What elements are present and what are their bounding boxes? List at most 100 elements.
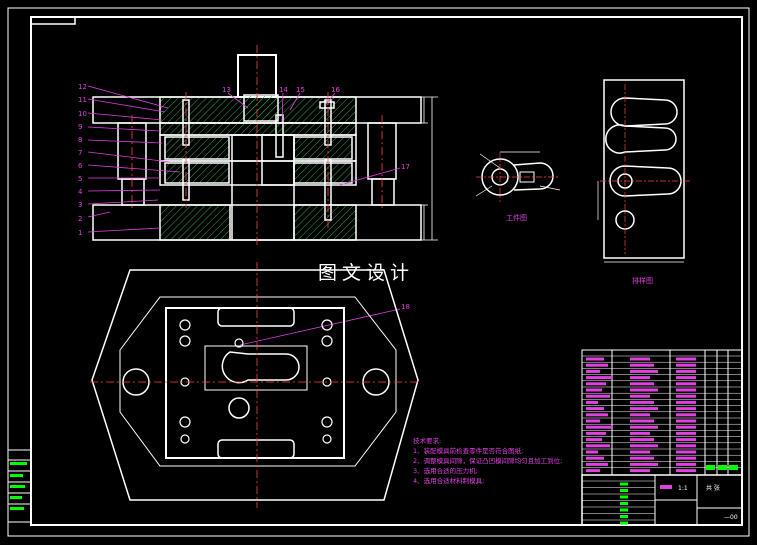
inner-border — [30, 16, 743, 526]
parts-list-entry — [630, 407, 658, 411]
parts-list-mark — [729, 465, 738, 470]
part-number-13: 13 — [222, 86, 231, 94]
plan-centerlines — [90, 262, 420, 508]
parts-list-entry — [676, 357, 696, 361]
technical-notes: 技术要求: 1、装配模具前检查零件是否符合图纸; 2、调整模具间隙，保证凸凹模间… — [413, 436, 562, 486]
parts-list-entry — [676, 462, 696, 466]
parts-list-entry — [630, 469, 650, 473]
parts-list-entry — [630, 438, 654, 442]
parts-list-entry — [630, 456, 654, 460]
parts-list-entry — [676, 438, 696, 442]
title-block-mark — [620, 495, 628, 499]
parts-list-entry — [676, 400, 696, 404]
parts-list-entry — [676, 444, 696, 448]
parts-list-entry — [586, 462, 608, 466]
part-number-16: 16 — [331, 86, 340, 94]
part-number-7: 7 — [78, 149, 82, 157]
strip-layout — [603, 79, 685, 259]
parts-list-entry — [630, 462, 658, 466]
parts-list-entry — [586, 363, 608, 367]
title-block — [581, 474, 743, 526]
parts-list-entry — [676, 382, 696, 386]
strip-dims — [597, 181, 684, 263]
parts-list-mark — [718, 465, 727, 470]
parts-list-entry — [630, 363, 654, 367]
plan-view — [91, 269, 419, 501]
part-number-2: 2 — [78, 215, 82, 223]
part-number-12: 12 — [78, 83, 87, 91]
notes-title: 技术要求: — [413, 437, 442, 445]
watermark: 图文设计 — [318, 262, 415, 284]
parts-list-entry — [676, 450, 696, 454]
title-block-rows — [582, 480, 672, 525]
revision-highlights — [10, 462, 27, 510]
part-number-1: 1 — [78, 229, 82, 237]
parts-list-entry — [586, 444, 610, 448]
parts-list-entry — [630, 394, 650, 398]
parts-list-entry — [630, 400, 654, 404]
parts-list-entry — [676, 388, 696, 392]
parts-list-entry — [586, 431, 606, 435]
workpiece-dims — [475, 151, 561, 197]
parts-list-entry — [676, 363, 696, 367]
parts-list-entry — [676, 431, 696, 435]
parts-list-entry — [630, 450, 650, 454]
note-item: 3、选用合适的压力机; — [413, 467, 478, 475]
section-centerlines — [131, 45, 383, 248]
drawing-number: —00 — [724, 514, 738, 521]
parts-list-entry — [586, 407, 604, 411]
title-block-count: 共 张 — [706, 484, 720, 492]
parts-list-entry — [586, 425, 612, 429]
parts-list-rows — [582, 355, 742, 473]
parts-list-entry — [586, 357, 604, 361]
parts-list-entry — [676, 369, 696, 373]
scale-value: 1:1 — [678, 485, 688, 492]
note-item: 2、调整模具间隙，保证凸凹模间隙均匀且加工到位; — [413, 457, 563, 465]
section-dimensions — [421, 96, 438, 241]
parts-list-entry — [630, 376, 650, 380]
revision-table — [7, 449, 32, 523]
title-block-mark — [620, 482, 628, 486]
parts-list-entry — [676, 419, 696, 423]
leader-lines — [87, 85, 401, 346]
parts-list-entry — [586, 400, 598, 404]
part-number-3: 3 — [78, 201, 82, 209]
parts-list-entry — [586, 382, 606, 386]
parts-list-entry — [676, 376, 696, 380]
parts-list-entry — [586, 369, 600, 373]
parts-list-entry — [676, 469, 696, 473]
parts-list-entry — [586, 450, 598, 454]
parts-list-entry — [676, 413, 696, 417]
parts-list-entry — [586, 394, 610, 398]
parts-list — [581, 349, 743, 476]
part-number-11: 11 — [78, 96, 87, 104]
parts-list-entry — [630, 419, 654, 423]
parts-list-entry — [586, 413, 608, 417]
parts-list-entry — [586, 469, 600, 473]
parts-list-entry — [630, 388, 658, 392]
parts-list-entry — [586, 376, 612, 380]
parts-list-entry — [630, 413, 650, 417]
part-number-4: 4 — [78, 188, 83, 196]
parts-list-entry — [586, 456, 604, 460]
parts-list-entry — [630, 369, 658, 373]
parts-list-entry — [586, 419, 600, 423]
part-number-5: 5 — [78, 175, 82, 183]
part-number-9: 9 — [78, 123, 82, 131]
strip-label: 排样图 — [632, 276, 653, 285]
parts-list-entry — [586, 438, 602, 442]
parts-list-entry — [676, 394, 696, 398]
part-number-15: 15 — [296, 86, 305, 94]
title-block-mark — [620, 521, 628, 525]
part-number-18: 18 — [401, 303, 410, 311]
title-block-mark — [620, 489, 628, 492]
part-number-10: 10 — [78, 110, 87, 118]
part-number-14: 14 — [279, 86, 288, 94]
title-block-name — [660, 485, 672, 489]
parts-list-entry — [676, 407, 696, 411]
outer-border — [7, 7, 750, 537]
title-block-mark — [620, 515, 628, 518]
parts-list-entry — [630, 431, 650, 435]
parts-list-entry — [586, 388, 602, 392]
